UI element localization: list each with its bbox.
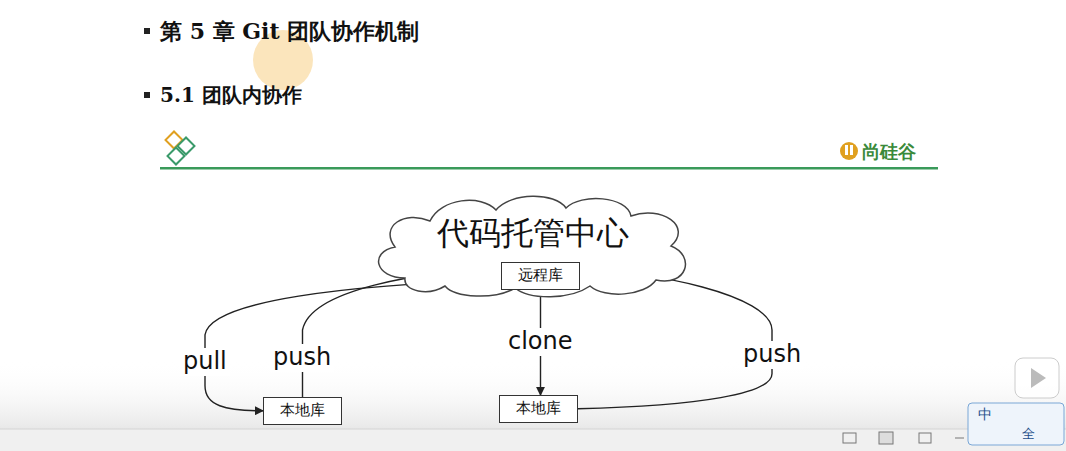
box-label: 本地库: [280, 401, 325, 421]
ime-width: 全: [1022, 425, 1035, 443]
chapter-heading: 第 5 章 Git 团队协作机制: [160, 17, 419, 47]
video-shade: [0, 360, 1066, 430]
view-icons: [843, 432, 964, 444]
git-flow-arrow: [205, 280, 501, 411]
repository-box: 本地库: [499, 395, 578, 423]
cloud-shape: 代码托管中心远程库: [365, 190, 700, 300]
box-label: 本地库: [516, 399, 561, 419]
operation-label: push: [270, 344, 334, 372]
section-heading: 5.1 团队内协作: [160, 82, 302, 109]
brand-icon: [840, 142, 858, 160]
operation-label: clone: [505, 328, 576, 356]
logo-diamonds: [166, 132, 195, 165]
bullet-square: [144, 28, 150, 34]
ime-mode: 中: [978, 406, 992, 424]
cloud-title: 代码托管中心: [365, 212, 700, 256]
repository-box: 远程库: [501, 262, 580, 290]
brand-name: 尚硅谷: [862, 140, 916, 164]
play-triangle: [1031, 368, 1046, 388]
repository-box: 本地库: [263, 397, 342, 425]
ime-widget: [968, 403, 1064, 445]
header-rule: [160, 167, 938, 170]
box-label: 远程库: [518, 266, 563, 286]
status-bar-edge: [0, 429, 1066, 430]
play-button: [1015, 358, 1059, 398]
operation-label: push: [740, 341, 804, 369]
status-bar: [0, 429, 1066, 451]
operation-label: pull: [180, 348, 230, 376]
bullet-square: [144, 92, 150, 98]
